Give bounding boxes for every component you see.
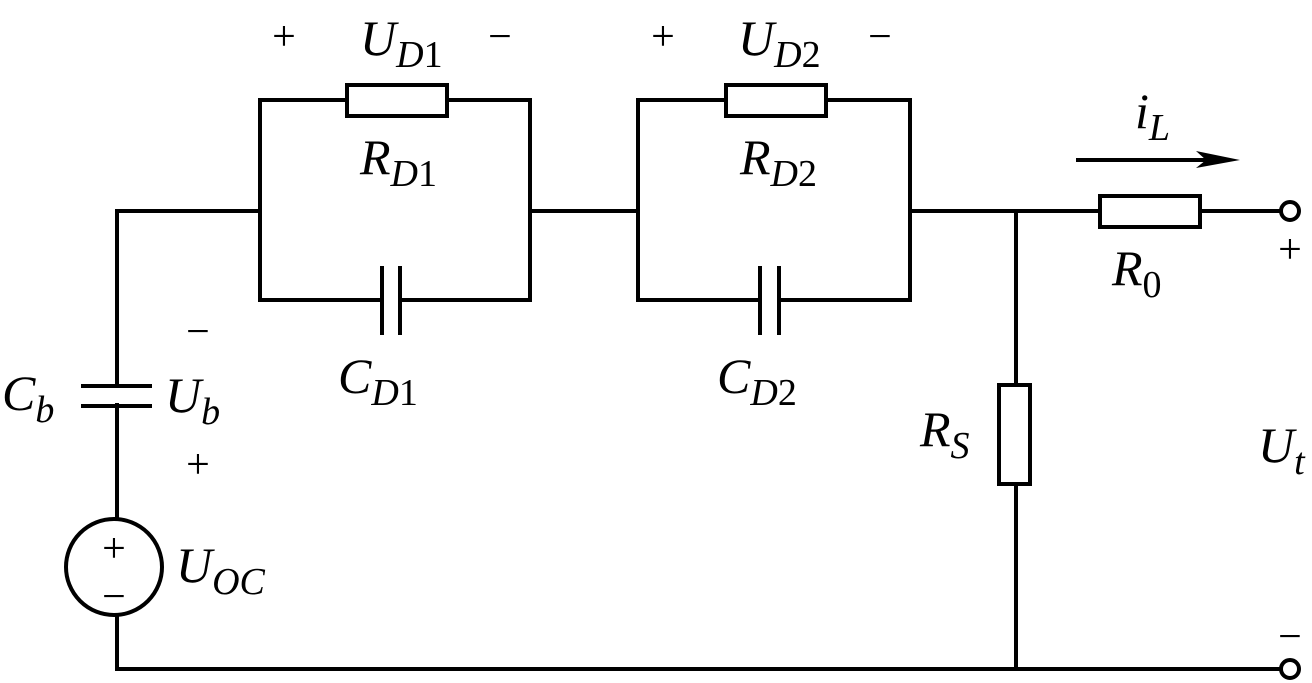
terminal-positive [1279, 200, 1301, 222]
label-cd1: CD1 [338, 348, 418, 414]
resistor-rs [997, 383, 1032, 486]
label-ud2: UD2 [738, 10, 821, 76]
label-ud1: UD1 [360, 10, 443, 76]
label-uoc: UOC [176, 537, 266, 603]
ut-plus-sign: + [1278, 227, 1302, 273]
label-cd2: CD2 [717, 348, 797, 414]
source-plus-sign: + [102, 526, 126, 572]
capacitor-cb [81, 384, 152, 408]
resistor-rd2 [724, 83, 828, 118]
label-rd2: RD2 [739, 129, 817, 195]
resistor-rd1 [345, 83, 449, 118]
label-cb: Cb [2, 365, 54, 431]
wire-bottom [115, 616, 1284, 671]
ud2-minus-sign: − [868, 14, 892, 60]
label-rd1: RD1 [359, 129, 437, 195]
label-ub: Ub [165, 367, 220, 433]
label-rs: RS [919, 401, 970, 467]
terminal-negative [1279, 658, 1301, 680]
capacitor-cd2 [758, 266, 781, 335]
ud1-minus-sign: − [488, 14, 512, 60]
ud1-plus-sign: + [272, 14, 296, 60]
source-minus-sign: − [102, 574, 126, 620]
ub-plus-sign: + [186, 442, 210, 488]
wires [115, 98, 1284, 671]
label-ut: Ut [1258, 417, 1306, 483]
label-il: iL [1135, 83, 1170, 149]
voltage-source-uoc: + − [64, 517, 164, 620]
ut-minus-sign: − [1278, 614, 1302, 660]
wire-rc2-box [636, 98, 912, 302]
wire-rc1-box [258, 98, 532, 302]
ud2-plus-sign: + [651, 14, 675, 60]
ub-minus-sign: − [186, 309, 210, 355]
label-r0: R0 [1111, 240, 1162, 306]
current-arrow-icon [1076, 151, 1240, 168]
wire-left-top [115, 209, 262, 387]
capacitor-cd1 [380, 266, 402, 335]
resistor-r0 [1098, 194, 1202, 229]
